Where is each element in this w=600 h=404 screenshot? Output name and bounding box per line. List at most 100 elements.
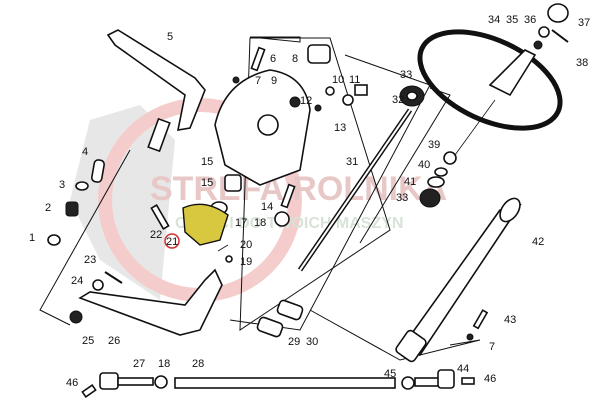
label-42: 42 — [532, 236, 544, 248]
wheel-hub — [488, 49, 537, 97]
pin-4 — [90, 159, 106, 183]
tie-rod-thread — [117, 377, 154, 386]
bolt-22 — [150, 204, 170, 230]
frame-tube — [309, 309, 481, 361]
label-10: 10 — [332, 74, 344, 86]
label-39: 39 — [428, 139, 440, 151]
washer-7 — [232, 76, 240, 84]
label-8: 8 — [292, 53, 298, 65]
label-34: 34 — [488, 14, 500, 26]
label-18: 18 — [254, 217, 266, 229]
label-15b: 15 — [201, 177, 213, 189]
label-21: 21 — [166, 236, 178, 248]
nut-18 — [274, 211, 290, 227]
nut-24 — [92, 279, 104, 291]
label-33b: 33 — [396, 192, 408, 204]
label-23: 23 — [84, 254, 96, 266]
label-2: 2 — [45, 202, 51, 214]
label-22: 22 — [150, 229, 162, 241]
grease-fitting-46-left — [81, 383, 97, 399]
svg-text:CZĘŚCI DO TWOICH MASZYN: CZĘŚCI DO TWOICH MASZYN — [175, 213, 403, 232]
svg-text:STREFA ROLNIKA: STREFA ROLNIKA — [150, 170, 447, 208]
label-4: 4 — [82, 146, 88, 158]
part-labels: 1 2 3 4 5 6 7 8 9 10 11 12 13 14 15 15 1… — [29, 14, 590, 389]
bolt-6 — [250, 46, 266, 72]
label-12: 12 — [300, 95, 312, 107]
frame-top — [249, 36, 301, 43]
bearing-33-bottom — [419, 188, 441, 208]
cap-1 — [47, 234, 61, 246]
label-25: 25 — [82, 335, 94, 347]
label-26: 26 — [108, 335, 120, 347]
label-28: 28 — [192, 358, 204, 370]
label-3: 3 — [59, 179, 65, 191]
spring-2 — [65, 201, 79, 217]
housing-boss — [257, 114, 279, 136]
nut-35 — [533, 40, 543, 50]
tube-flange — [395, 329, 427, 363]
bolt-43 — [472, 309, 489, 330]
label-17: 17 — [235, 217, 247, 229]
bushing-8 — [307, 44, 331, 64]
label-38: 38 — [576, 57, 588, 69]
sector-gear-21[interactable] — [182, 203, 229, 246]
watermark-logo: STREFA ROLNIKA CZĘŚCI DO TWOICH MASZYN — [70, 98, 447, 302]
steering-wheel-34[interactable] — [405, 12, 575, 148]
label-32: 32 — [392, 94, 404, 106]
label-31: 31 — [346, 156, 358, 168]
nut-39 — [443, 151, 457, 165]
label-46-right: 46 — [484, 373, 496, 385]
label-29: 29 — [288, 336, 300, 348]
label-20: 20 — [240, 239, 252, 251]
highlight-circle — [164, 233, 180, 249]
washer-36 — [538, 26, 550, 38]
label-44: 44 — [457, 363, 469, 375]
label-7b: 7 — [489, 341, 495, 353]
tie-rod-thread-right — [414, 377, 441, 387]
frame-housing — [239, 37, 391, 331]
label-33: 33 — [400, 69, 412, 81]
nut-19 — [225, 255, 233, 263]
frame-left — [39, 149, 131, 326]
screw-38 — [551, 29, 569, 43]
grease-fitting-46-right — [461, 377, 475, 385]
gasket-29 — [256, 316, 284, 338]
nut-18b — [154, 375, 168, 389]
cap-37 — [547, 3, 569, 23]
wheel-axis — [454, 99, 496, 156]
label-35: 35 — [506, 14, 518, 26]
tie-rod-end-44 — [437, 369, 455, 389]
gasket-30 — [276, 299, 304, 321]
tie-rod-end-27 — [99, 372, 119, 390]
label-27: 27 — [133, 358, 145, 370]
label-45: 45 — [384, 368, 396, 380]
washer-40 — [434, 167, 448, 177]
pitman-arm-upper — [106, 29, 206, 131]
arm-shaft — [147, 117, 171, 153]
stud-14 — [280, 183, 296, 209]
nut-45 — [401, 376, 415, 390]
label-40: 40 — [418, 159, 430, 171]
seal-25 — [69, 310, 83, 324]
ring-3 — [75, 181, 89, 191]
label-36: 36 — [524, 14, 536, 26]
nipple-10 — [325, 86, 335, 96]
label-14: 14 — [261, 201, 273, 213]
label-7: 7 — [255, 75, 261, 87]
label-30: 30 — [306, 336, 318, 348]
ring-41 — [427, 176, 445, 188]
label-13: 13 — [334, 122, 346, 134]
label-46-left: 46 — [66, 377, 78, 389]
pin-20 — [217, 244, 229, 252]
plug-11 — [354, 84, 368, 96]
label-11: 11 — [349, 74, 360, 86]
pitman-arm-lower — [78, 268, 223, 336]
label-41: 41 — [404, 176, 416, 188]
label-1: 1 — [29, 232, 35, 244]
label-19: 19 — [240, 256, 252, 268]
label-9: 9 — [271, 75, 277, 87]
tie-rod-28 — [174, 377, 396, 389]
housing-port — [289, 96, 301, 108]
